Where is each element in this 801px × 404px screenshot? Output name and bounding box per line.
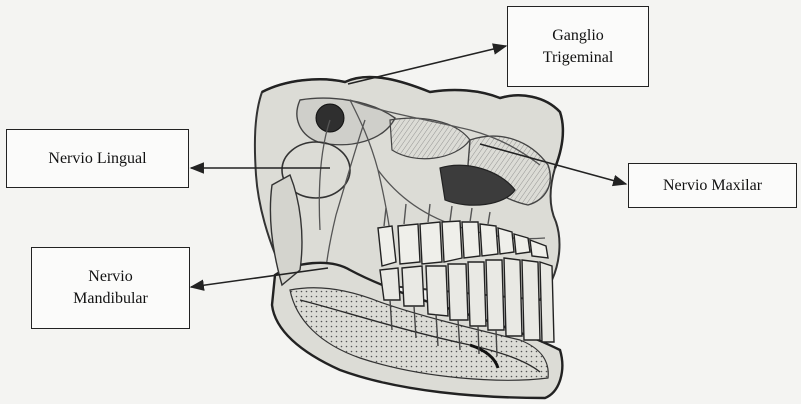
label-nervio-mandibular: Nervio Mandibular xyxy=(31,247,190,329)
label-ganglio-line2: Trigeminal xyxy=(543,47,614,69)
label-nervio-maxilar: Nervio Maxilar xyxy=(628,163,797,208)
label-ganglio-trigeminal: Ganglio Trigeminal xyxy=(507,6,649,87)
label-nervio-lingual-text: Nervio Lingual xyxy=(48,148,146,170)
label-mandibular-line2: Mandibular xyxy=(73,288,148,310)
label-nervio-maxilar-text: Nervio Maxilar xyxy=(663,175,762,197)
label-nervio-lingual: Nervio Lingual xyxy=(6,129,189,188)
label-ganglio-line1: Ganglio xyxy=(552,25,604,47)
arrow-ganglio-trigeminal xyxy=(348,46,506,84)
label-mandibular-line1: Nervio xyxy=(88,266,132,288)
